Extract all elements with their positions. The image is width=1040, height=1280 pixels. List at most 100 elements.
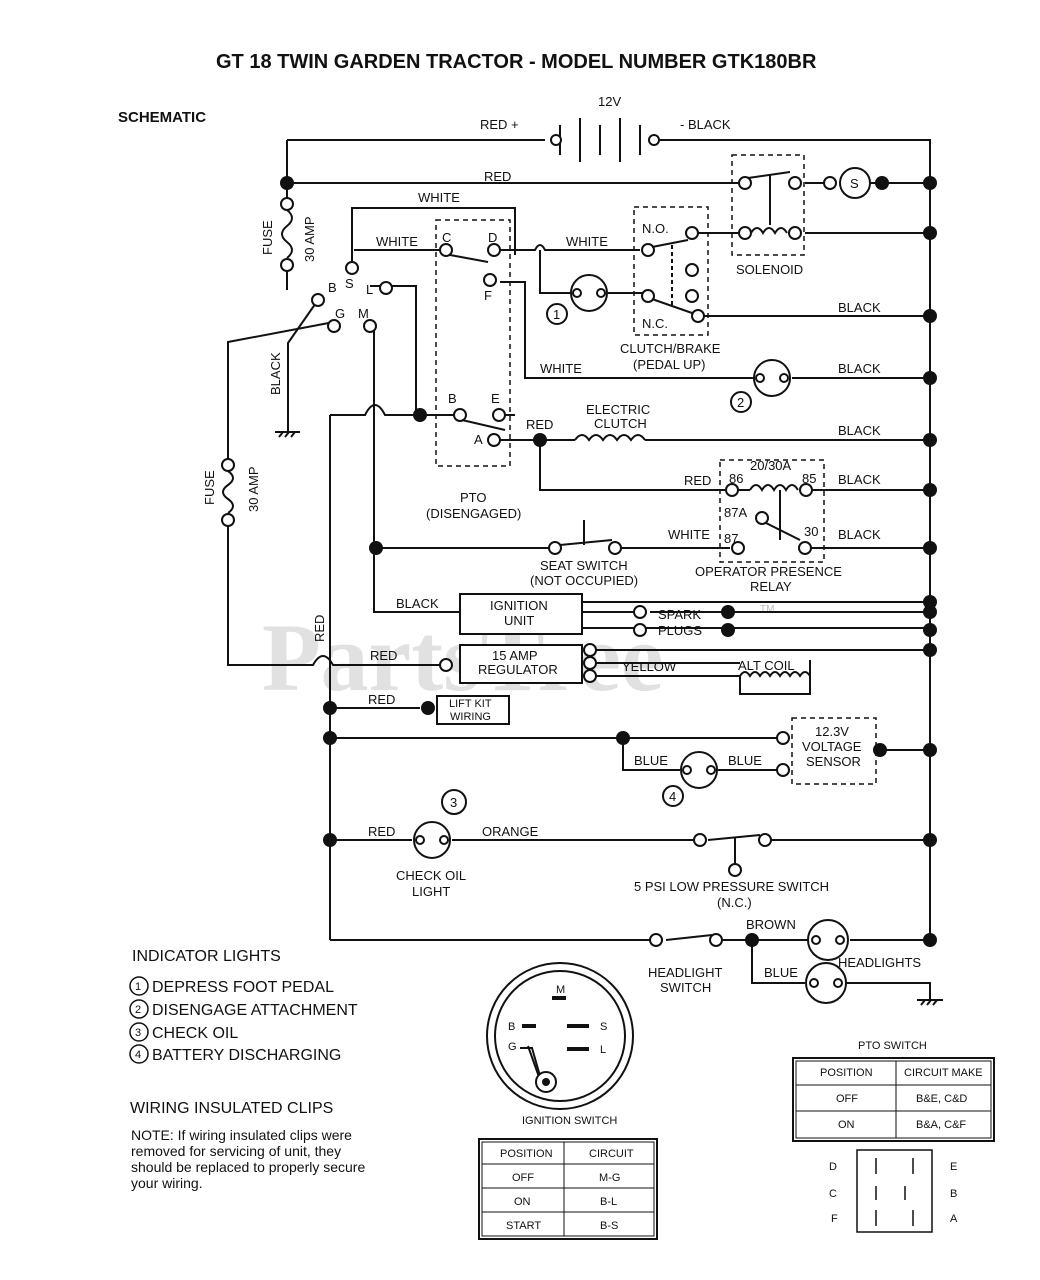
clutch-brake-sublabel: (PEDAL UP) (633, 357, 705, 372)
fuse-top-rating: 30 AMP (302, 216, 317, 262)
table-cell: B&A, C&F (916, 1119, 966, 1131)
pto-switch-caption: PTO SWITCH (858, 1040, 927, 1052)
wire-label: WHITE (376, 234, 418, 249)
indicator-light-3: 3 CHECK OIL LIGHT (396, 789, 467, 899)
wire-label: WHITE (566, 234, 608, 249)
pto-switch-schematic: C D F B E A PTO (DISENGAGED) (426, 219, 521, 521)
legend-item: DEPRESS FOOT PEDAL (152, 979, 334, 996)
legend-item: CHECK OIL (152, 1025, 238, 1042)
relay-30: 30 (804, 524, 818, 539)
alt-coil-label: ALT COIL (738, 658, 795, 673)
wire-label: BLUE (764, 965, 798, 980)
ignition-switch-table: POSITION CIRCUIT OFF M-G ON B-L START B-… (478, 1138, 658, 1240)
pto-e: E (491, 391, 500, 406)
wiring-clips-note: WIRING INSULATED CLIPS NOTE: If wiring i… (130, 1100, 365, 1191)
low-pressure-switch: 5 PSI LOW PRESSURE SWITCH (N.C.) (634, 833, 829, 910)
watermark-tm: TM (760, 604, 774, 615)
indicator-legend: INDICATOR LIGHTS 1 DEPRESS FOOT PEDAL 2 … (129, 948, 358, 1064)
wiring-clips-heading: WIRING INSULATED CLIPS (130, 1100, 333, 1117)
low-pressure-switch-label2: (N.C.) (717, 895, 752, 910)
wire-label: BLUE (634, 753, 668, 768)
battery-neg-label: - BLACK (680, 117, 731, 132)
wire-label: RED (312, 615, 327, 642)
wire-label: BLACK (838, 300, 881, 315)
page-title: GT 18 TWIN GARDEN TRACTOR - MODEL NUMBER… (216, 51, 817, 73)
headlights: HEADLIGHTS (805, 919, 921, 1004)
battery-voltage: 12V (598, 94, 621, 109)
indicator-num-1: 1 (553, 307, 560, 322)
wire-label: RED (684, 473, 711, 488)
headlights-label: HEADLIGHTS (838, 955, 921, 970)
term-l: L (366, 282, 373, 297)
low-pressure-switch-label: 5 PSI LOW PRESSURE SWITCH (634, 879, 829, 894)
legend-num: 4 (135, 1049, 141, 1061)
wire-label: BLUE (728, 753, 762, 768)
pto-pin: F (831, 1213, 838, 1225)
clutch-nc-label: N.C. (642, 316, 668, 331)
regulator-label2: REGULATOR (478, 662, 558, 677)
wire-network (227, 139, 943, 1006)
ign-term-m: M (556, 984, 565, 996)
relay-label: OPERATOR PRESENCE (695, 564, 842, 579)
pto-pin: A (950, 1213, 958, 1225)
pto-switch-pins: D C F E B A (829, 1149, 958, 1233)
relay-86: 86 (729, 471, 743, 486)
table-header: CIRCUIT (589, 1148, 634, 1160)
wire-label: RED (526, 417, 553, 432)
clutch-no-label: N.O. (642, 221, 669, 236)
ignition-switch-terminals: B S L G M (311, 261, 393, 333)
ignition-unit: IGNITION UNIT SPARK PLUGS (459, 593, 735, 638)
wire-label: RED (368, 692, 395, 707)
wire-label: WHITE (418, 190, 460, 205)
wire-label: BLACK (838, 472, 881, 487)
fuse-left-label: FUSE (202, 470, 217, 505)
operator-presence-relay: 20/30A 86 85 87A 87 30 OPERATOR PRESENCE… (695, 458, 842, 594)
indicator-num-2: 2 (737, 395, 744, 410)
wire-label: YELLOW (622, 659, 677, 674)
fuse-left: FUSE 30 AMP (202, 458, 261, 527)
electric-clutch: ELECTRIC CLUTCH (574, 402, 650, 442)
pto-switch-table: PTO SWITCH POSITION CIRCUIT MAKE OFF B&E… (792, 1040, 995, 1142)
headlight-switch: HEADLIGHT SWITCH (648, 933, 759, 995)
note-line: your wiring. (131, 1175, 203, 1191)
section-label: SCHEMATIC (118, 109, 206, 126)
term-s: S (345, 276, 354, 291)
wire-label: BROWN (746, 917, 796, 932)
legend-heading: INDICATOR LIGHTS (132, 948, 281, 965)
legend-num: 1 (135, 981, 141, 993)
ign-term-s: S (600, 1021, 607, 1033)
pto-pin: D (829, 1161, 837, 1173)
wire-label: WHITE (668, 527, 710, 542)
voltage-sensor-label2: VOLTAGE (802, 739, 862, 754)
solenoid: SOLENOID S (731, 154, 871, 277)
pto-pin: B (950, 1188, 957, 1200)
note-line: should be replaced to properly secure (131, 1159, 365, 1175)
wire-label: ORANGE (482, 824, 539, 839)
ign-term-b: B (508, 1021, 515, 1033)
lift-kit-label2: WIRING (450, 711, 491, 723)
table-cell: B&E, C&D (916, 1093, 967, 1105)
table-header: CIRCUIT MAKE (904, 1067, 983, 1079)
note-line: NOTE: If wiring insulated clips were (131, 1127, 352, 1143)
ignition-switch-diagram: M B S G L IGNITION SWITCH (486, 962, 634, 1127)
pto-d: D (488, 230, 497, 245)
indicator-light-4: 4 (662, 751, 718, 807)
regulator-label: 15 AMP (492, 648, 538, 663)
relay-85: 85 (802, 471, 816, 486)
check-oil-label: CHECK OIL (396, 868, 466, 883)
wire-label: BLACK (396, 596, 439, 611)
table-cell: START (506, 1220, 541, 1232)
seat-switch-label: SEAT SWITCH (540, 558, 628, 573)
battery-pos-label: RED + (480, 117, 519, 132)
starter-label: S (850, 176, 859, 191)
wire-label: BLACK (838, 423, 881, 438)
wire-label: RED (370, 648, 397, 663)
table-header: POSITION (500, 1148, 553, 1160)
ign-term-l: L (600, 1044, 606, 1056)
wire-label: RED (484, 169, 511, 184)
headlight-switch-label2: SWITCH (660, 980, 711, 995)
fuse-top-label: FUSE (260, 220, 275, 255)
spark-plugs-label2: PLUGS (658, 623, 702, 638)
